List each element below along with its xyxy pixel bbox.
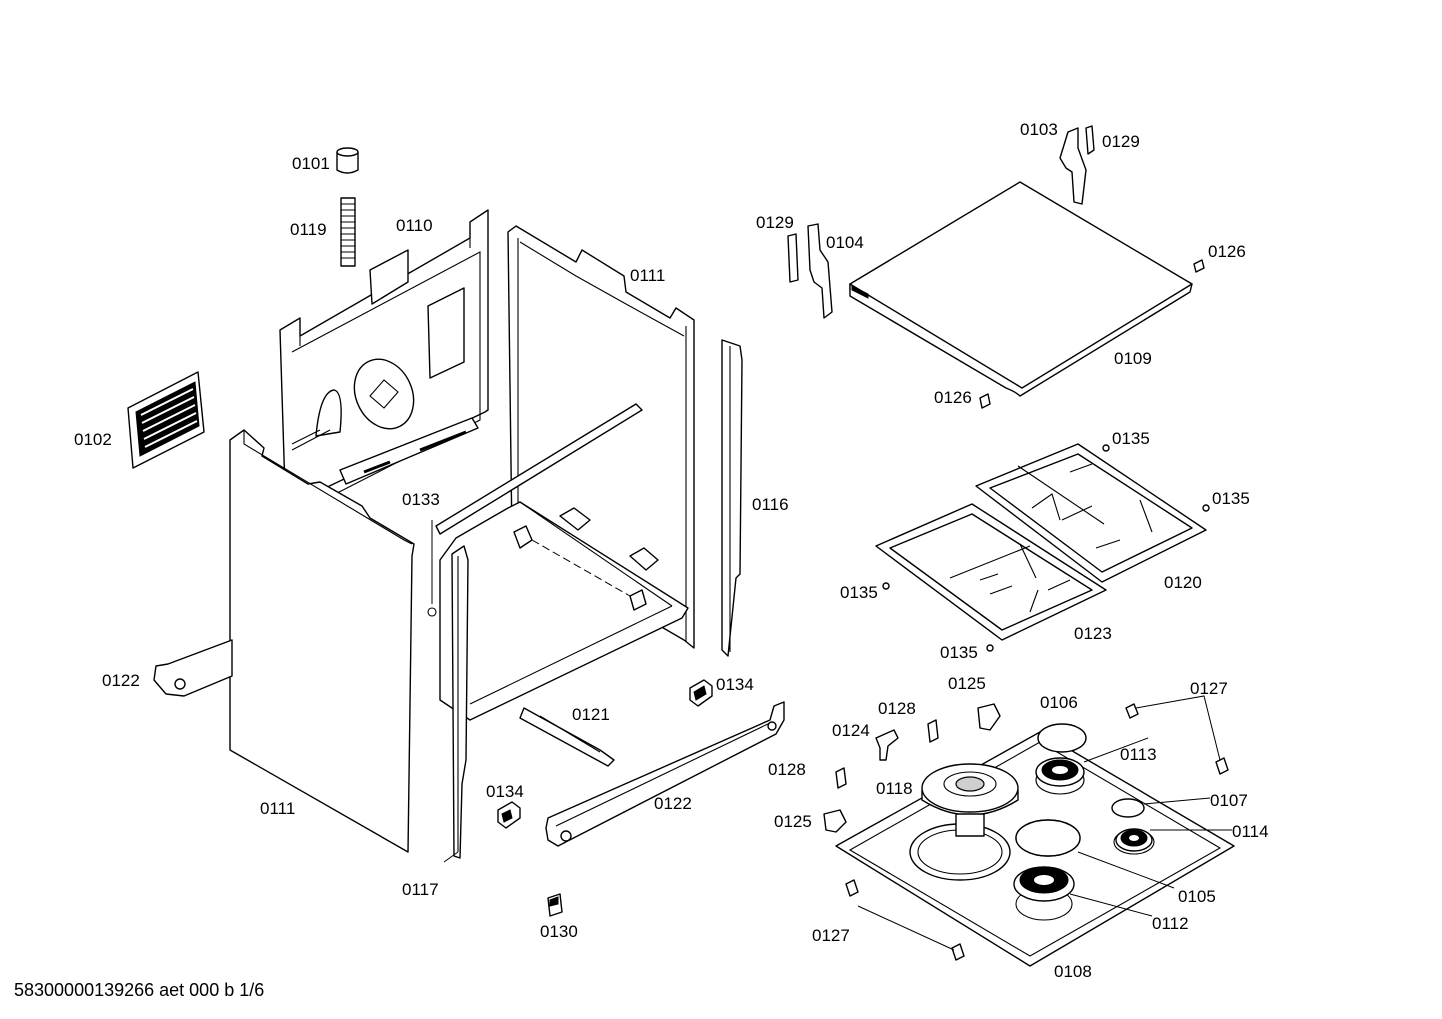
label-0122-left: 0122 bbox=[102, 671, 140, 690]
label-0124: 0124 bbox=[832, 721, 870, 740]
part-0134-clip-left bbox=[497, 801, 521, 829]
part-0114-burner bbox=[1115, 828, 1153, 852]
label-0129-left: 0129 bbox=[756, 213, 794, 232]
label-0108: 0108 bbox=[1054, 962, 1092, 981]
label-0105: 0105 bbox=[1178, 887, 1216, 906]
part-0117-strip bbox=[451, 545, 469, 859]
part-0127-clip-a bbox=[1125, 703, 1139, 719]
label-0123: 0123 bbox=[1074, 624, 1112, 643]
part-0135-rubber-c bbox=[882, 582, 890, 590]
part-0120-grate-right bbox=[975, 443, 1207, 583]
label-0103: 0103 bbox=[1020, 120, 1058, 139]
part-0135-rubber-d bbox=[986, 644, 994, 652]
label-0128-upper: 0128 bbox=[878, 699, 916, 718]
label-0111-lower: 0111 bbox=[260, 799, 295, 818]
part-0113-burner bbox=[1035, 757, 1085, 787]
label-0102: 0102 bbox=[74, 430, 112, 449]
part-upper-rail bbox=[435, 403, 643, 535]
label-0134-left: 0134 bbox=[486, 782, 524, 801]
label-0135-d: 0135 bbox=[940, 643, 978, 662]
label-0127-upper: 0127 bbox=[1190, 679, 1228, 698]
part-0116-strip bbox=[721, 339, 743, 657]
label-0133: 0133 bbox=[402, 490, 440, 509]
part-0119-spring bbox=[340, 197, 356, 267]
label-0135-c: 0135 bbox=[840, 583, 878, 602]
part-0128-clip-upper bbox=[927, 719, 939, 743]
label-0125-lower: 0125 bbox=[774, 812, 812, 831]
document-id: 58300000139266 aet 000 b 1/6 bbox=[14, 980, 265, 1000]
label-0114: 0114 bbox=[1232, 822, 1269, 841]
part-0122-base-rail-right bbox=[545, 701, 785, 847]
label-0116: 0116 bbox=[752, 495, 789, 514]
label-0110: 0110 bbox=[396, 216, 433, 235]
part-0125-bracket-upper bbox=[977, 703, 1001, 731]
label-0126-upper: 0126 bbox=[1208, 242, 1246, 261]
part-0125-bracket-lower bbox=[823, 809, 847, 833]
part-0129-bracket bbox=[787, 233, 799, 283]
part-0104-hinge bbox=[807, 223, 833, 319]
label-0134-right: 0134 bbox=[716, 675, 754, 694]
part-0127-clip-d bbox=[951, 943, 965, 961]
label-0101: 0101 bbox=[292, 154, 330, 173]
label-0130: 0130 bbox=[540, 922, 578, 941]
label-0107: 0107 bbox=[1210, 791, 1248, 810]
label-0111-upper: 0111 bbox=[630, 266, 665, 285]
part-0107-cap bbox=[1111, 798, 1145, 818]
part-0135-rubber-b bbox=[1202, 504, 1210, 512]
part-0101-cap bbox=[336, 147, 359, 174]
part-0128-clip-lower bbox=[835, 767, 847, 789]
label-0126-lower: 0126 bbox=[934, 388, 972, 407]
part-0118-burner bbox=[921, 763, 1019, 837]
part-0121-tray bbox=[439, 501, 689, 767]
part-0110-back-panel bbox=[279, 209, 489, 513]
label-0117: 0117 bbox=[402, 880, 439, 899]
part-0127-clip-b bbox=[1215, 757, 1229, 775]
part-0135-rubber-a bbox=[1102, 444, 1110, 452]
part-labels: 0101 0102 0103 0104 0105 0106 0107 0108 … bbox=[74, 120, 1269, 981]
part-0109-lid bbox=[849, 181, 1193, 397]
part-0105-cap bbox=[1015, 819, 1081, 857]
part-0102-grille bbox=[127, 371, 205, 469]
label-0121: 0121 bbox=[572, 705, 610, 724]
label-0106: 0106 bbox=[1040, 693, 1078, 712]
part-0134-clip-right bbox=[689, 679, 713, 707]
part-0123-grate-left bbox=[875, 503, 1107, 641]
label-0112: 0112 bbox=[1152, 914, 1189, 933]
label-0118: 0118 bbox=[876, 779, 913, 798]
part-0122-base-rail-left bbox=[153, 639, 233, 697]
part-0127-clip-c bbox=[845, 879, 859, 897]
part-0126-pad-lower bbox=[979, 393, 991, 409]
label-0128-lower: 0128 bbox=[768, 760, 806, 779]
label-0120: 0120 bbox=[1164, 573, 1202, 592]
label-0127-lower: 0127 bbox=[812, 926, 850, 945]
label-0109: 0109 bbox=[1114, 349, 1152, 368]
part-0112-burner bbox=[1013, 866, 1075, 902]
label-0119: 0119 bbox=[290, 220, 327, 239]
part-0111-side-panel-front bbox=[229, 429, 437, 853]
part-0106-cap bbox=[1037, 723, 1087, 753]
label-0104: 0104 bbox=[826, 233, 864, 252]
leader-lines bbox=[431, 520, 1232, 951]
label-0135-b: 0135 bbox=[1212, 489, 1250, 508]
part-0126-pad-upper bbox=[1193, 259, 1205, 273]
label-0135-a: 0135 bbox=[1112, 429, 1150, 448]
label-0113: 0113 bbox=[1120, 745, 1157, 764]
part-0130-foot bbox=[547, 893, 563, 917]
label-0125-upper: 0125 bbox=[948, 674, 986, 693]
part-0103-hinge bbox=[1059, 125, 1095, 205]
label-0122-right: 0122 bbox=[654, 794, 692, 813]
part-0124-connector bbox=[875, 729, 899, 761]
label-0129-right: 0129 bbox=[1102, 132, 1140, 151]
